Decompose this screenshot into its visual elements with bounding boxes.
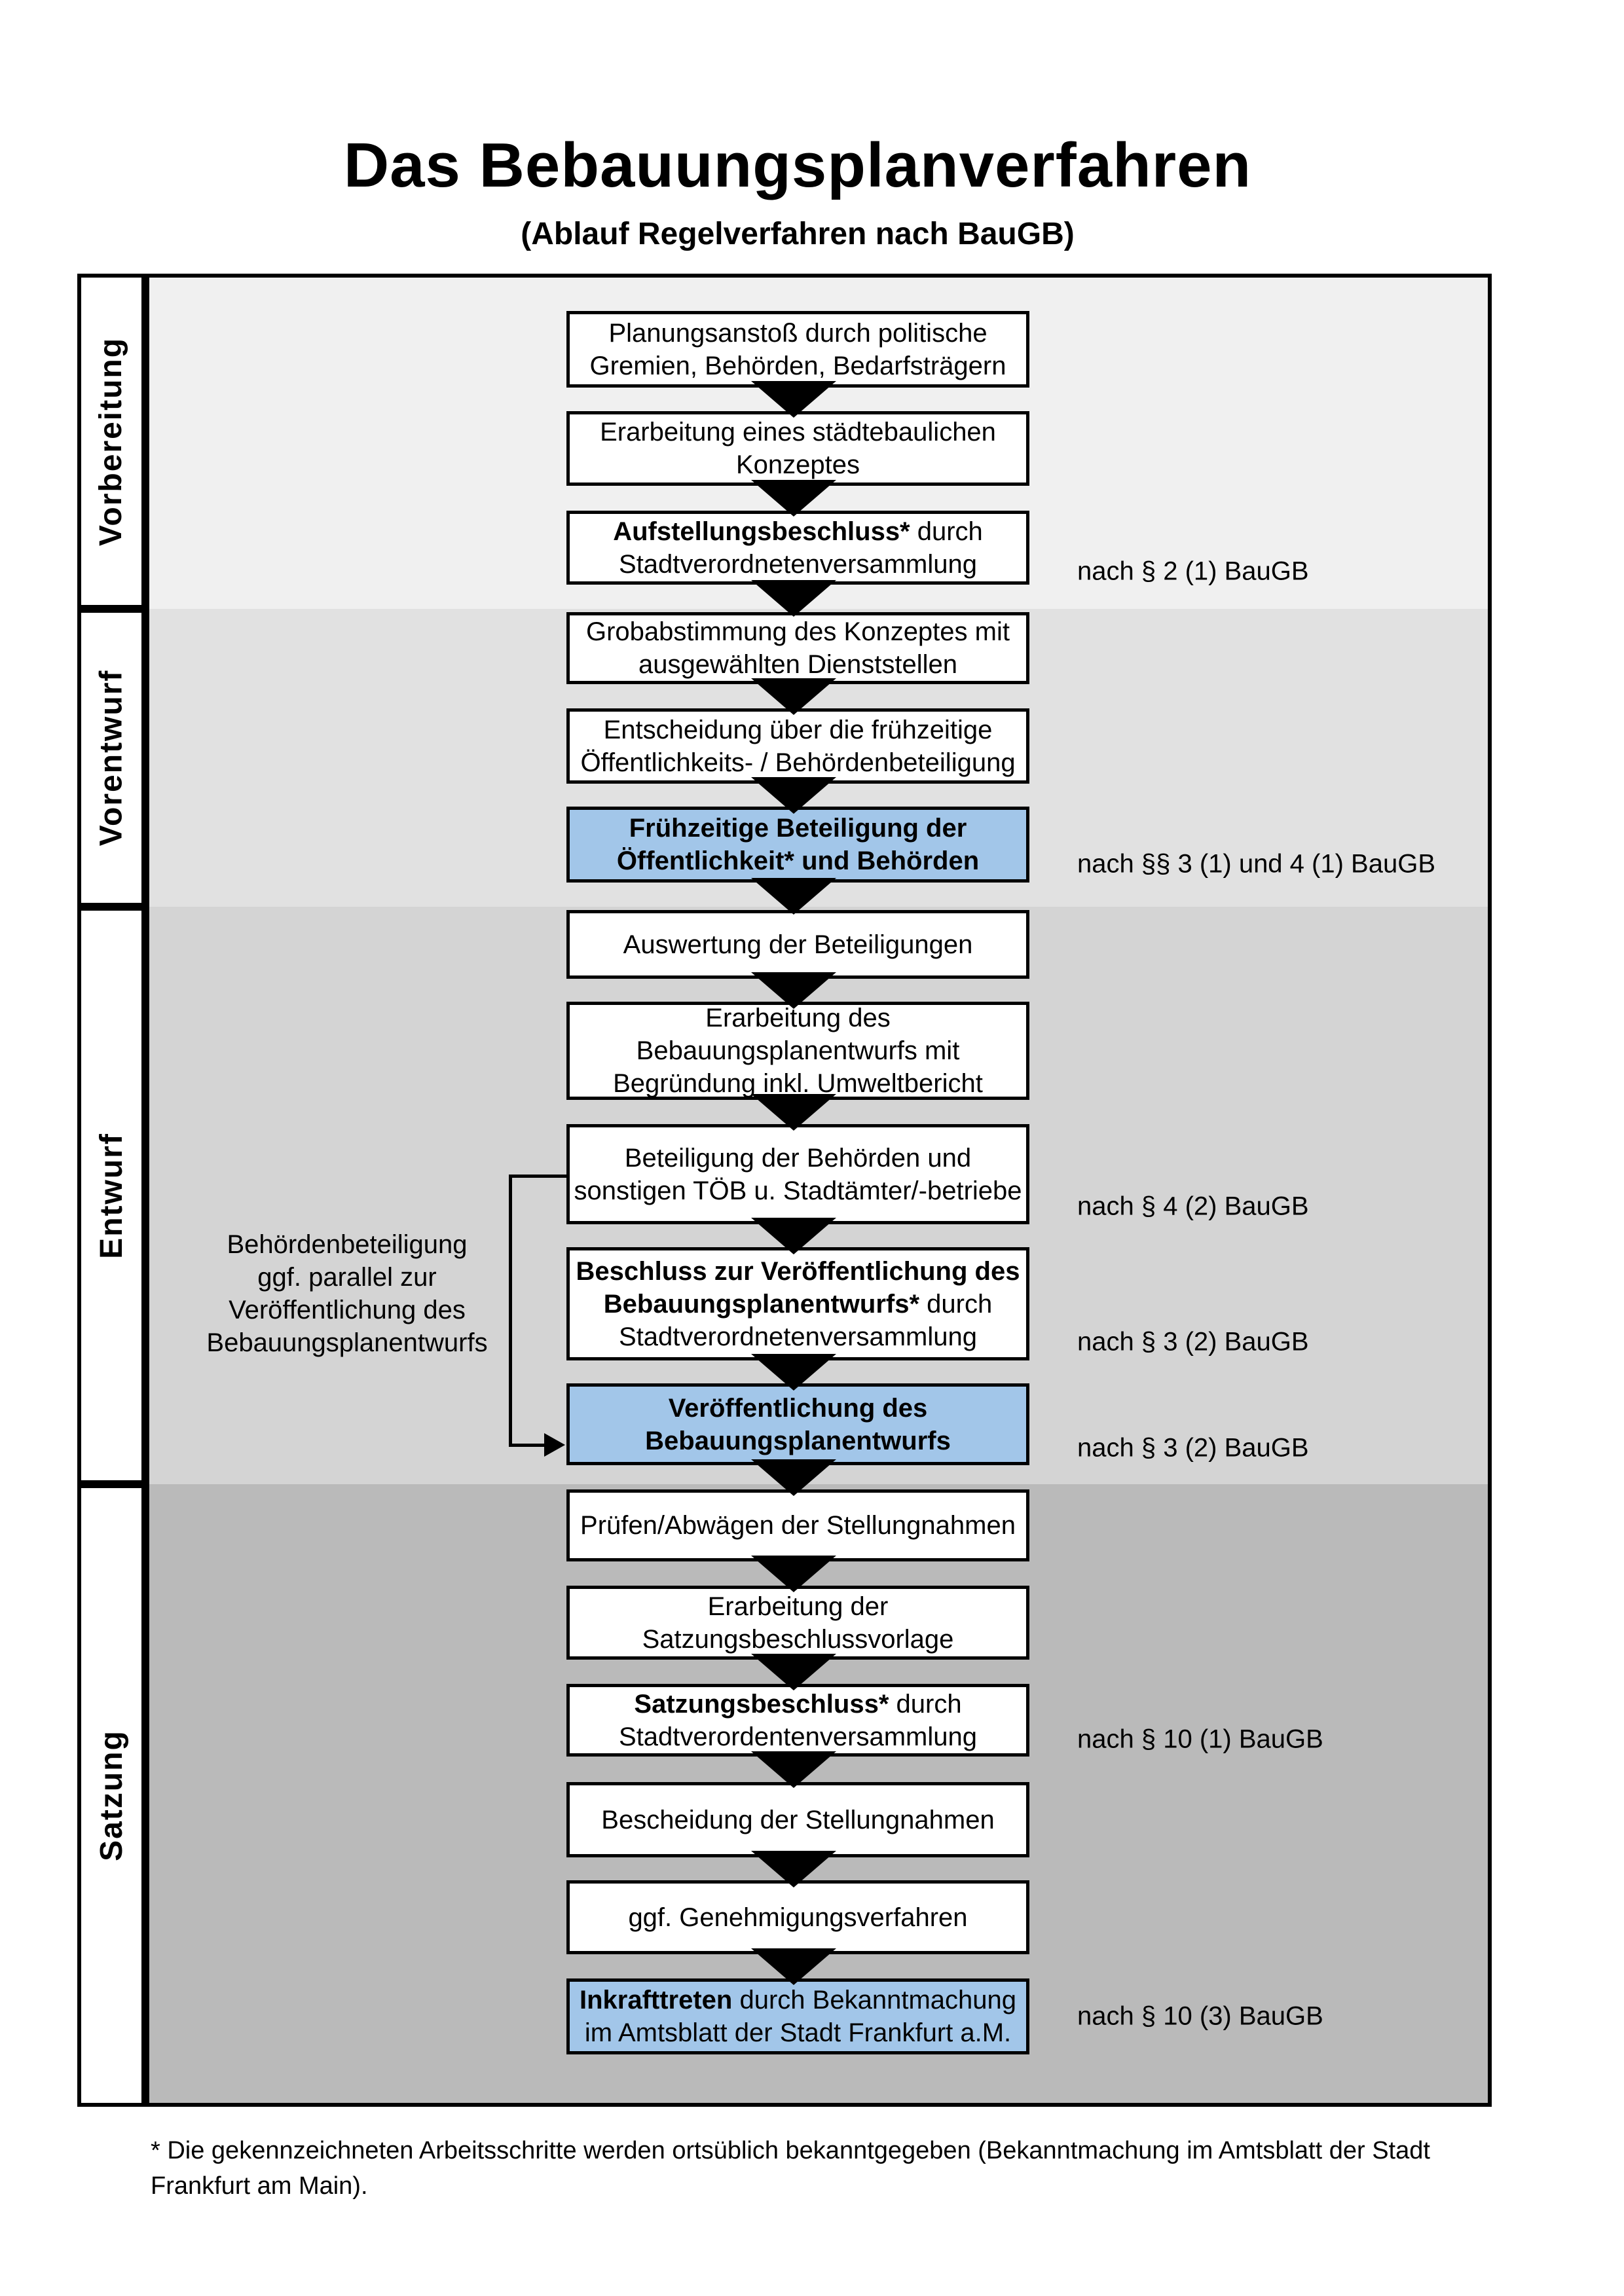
flow-box-text-line: Bebauungsplanentwurfs mit bbox=[636, 1036, 960, 1065]
flow-box-text-line: Prüfen/Abwägen der Stellungnahmen bbox=[580, 1511, 1016, 1540]
side-note-line: Veröffentlichung des bbox=[229, 1296, 466, 1324]
section-label-vorentwurf: Vorentwurf bbox=[77, 609, 145, 907]
arrow-down-icon bbox=[751, 480, 836, 517]
flow-box-text-line: Bebauungsplanentwurfs* durch bbox=[603, 1289, 993, 1319]
flow-box-text-line: Grobabstimmung des Konzeptes mit bbox=[586, 617, 1010, 646]
arrow-down-icon bbox=[751, 1948, 836, 1985]
flow-box-text-line: sonstigen TÖB u. Stadtämter/-betriebe bbox=[574, 1176, 1022, 1205]
bracket-top-segment bbox=[509, 1175, 566, 1178]
flow-box-text-line: Beschluss zur Veröffentlichung des bbox=[576, 1256, 1020, 1286]
flow-box-text-line: Beteiligung der Behörden und bbox=[624, 1143, 972, 1173]
arrow-down-icon bbox=[751, 1751, 836, 1788]
law-annotation: nach § 3 (2) BauGB bbox=[1077, 1433, 1309, 1463]
bracket-arrowhead-icon bbox=[544, 1433, 565, 1457]
footnote: * Die gekennzeichneten Arbeitsschritte w… bbox=[151, 2133, 1552, 2204]
flow-box-text-line: Satzungsbeschluss* durch bbox=[634, 1689, 962, 1719]
flow-box-text-line: Auswertung der Beteiligungen bbox=[623, 930, 973, 959]
flow-box-12: Prüfen/Abwägen der Stellungnahmen bbox=[566, 1489, 1029, 1561]
section-label-satzung: Satzung bbox=[77, 1484, 145, 2107]
flow-box-text-line: Bebauungsplanentwurfs bbox=[645, 1426, 951, 1455]
flow-box-text-line: Veröffentlichung des bbox=[668, 1393, 928, 1423]
arrow-down-icon bbox=[751, 1851, 836, 1887]
section-label-text: Entwurf bbox=[94, 1132, 129, 1259]
law-annotation: nach § 2 (1) BauGB bbox=[1077, 556, 1309, 586]
section-label-text: Satzung bbox=[94, 1730, 129, 1861]
flow-box-16: ggf. Genehmigungsverfahren bbox=[566, 1880, 1029, 1954]
flow-box-text-line: Entscheidung über die frühzeitige bbox=[603, 715, 993, 744]
arrow-down-icon bbox=[751, 878, 836, 915]
arrow-down-icon bbox=[751, 1094, 836, 1131]
arrow-down-icon bbox=[751, 580, 836, 617]
footnote-line2: Frankfurt am Main). bbox=[151, 2172, 368, 2200]
flow-box-text-line: Begründung inkl. Umweltbericht bbox=[613, 1069, 983, 1098]
arrow-down-icon bbox=[751, 678, 836, 715]
flow-box-text-line: Inkrafttreten durch Bekanntmachung bbox=[579, 1986, 1016, 2014]
flow-box-text-line: Frühzeitige Beteiligung der bbox=[629, 814, 967, 843]
section-label-text: Vorentwurf bbox=[94, 669, 129, 847]
flow-box-text-line: Öffentlichkeits- / Behördenbeteiligung bbox=[580, 748, 1016, 777]
law-annotation: nach § 10 (3) BauGB bbox=[1077, 2001, 1323, 2031]
flow-box-text-line: Konzeptes bbox=[735, 450, 860, 479]
flow-box-text-line: im Amtsblatt der Stadt Frankfurt a.M. bbox=[584, 2018, 1012, 2047]
arrow-down-icon bbox=[751, 777, 836, 814]
law-annotation: nach § 10 (1) BauGB bbox=[1077, 1724, 1323, 1754]
flow-box-text-line: Satzungsbeschlussvorlage bbox=[642, 1624, 954, 1654]
arrow-down-icon bbox=[751, 1354, 836, 1391]
flow-box-17-highlighted: Inkrafttreten durch Bekanntmachung im Amt… bbox=[566, 1978, 1029, 2054]
flow-box-7: Auswertung der Beteiligungen bbox=[566, 910, 1029, 979]
arrow-down-icon bbox=[751, 1218, 836, 1254]
section-label-vorbereitung: Vorbereitung bbox=[77, 274, 145, 609]
side-note-line: Bebauungsplanentwurfs bbox=[206, 1328, 488, 1357]
law-annotation: nach § 3 (2) BauGB bbox=[1077, 1327, 1309, 1357]
section-label-text: Vorbereitung bbox=[94, 337, 129, 546]
flow-box-text-line: ggf. Genehmigungsverfahren bbox=[628, 1903, 968, 1932]
page-subtitle: (Ablauf Regelverfahren nach BauGB) bbox=[521, 217, 1075, 251]
flow-box-text-line: Erarbeitung der bbox=[707, 1592, 889, 1621]
side-note-line: Behördenbeteiligung bbox=[227, 1230, 468, 1259]
page-title: Das Bebauungsplanverfahren bbox=[343, 130, 1252, 200]
flow-box-text-line: Gremien, Behörden, Bedarfsträgern bbox=[589, 351, 1006, 380]
flow-box-text-line: ausgewählten Dienststellen bbox=[638, 650, 957, 679]
flow-box-text-line: Aufstellungsbeschluss* durch bbox=[613, 517, 983, 546]
side-note-line: ggf. parallel zur bbox=[257, 1263, 437, 1292]
law-annotation: nach §§ 3 (1) und 4 (1) BauGB bbox=[1077, 849, 1435, 879]
flow-box-text-line: Stadtverordnetenversammlung bbox=[619, 1322, 977, 1351]
arrow-down-icon bbox=[751, 381, 836, 418]
law-annotation: nach § 4 (2) BauGB bbox=[1077, 1192, 1309, 1221]
bracket-bottom-segment bbox=[509, 1444, 547, 1447]
flow-box-text-line: Planungsanstoß durch politische bbox=[608, 318, 987, 348]
arrow-down-icon bbox=[751, 1459, 836, 1496]
section-label-entwurf: Entwurf bbox=[77, 907, 145, 1484]
arrow-down-icon bbox=[751, 972, 836, 1009]
arrow-down-icon bbox=[751, 1654, 836, 1690]
bracket-vertical-segment bbox=[509, 1175, 512, 1447]
flow-box-9: Beteiligung der Behörden und sonstigen TÖ… bbox=[566, 1124, 1029, 1224]
flow-box-text-line: Öffentlichkeit* und Behörden bbox=[616, 847, 980, 875]
flow-box-text-line: Bescheidung der Stellungnahmen bbox=[601, 1805, 995, 1834]
flow-box-text-line: Stadtverordnetenversammlung bbox=[619, 549, 977, 579]
flow-box-15: Bescheidung der Stellungnahmen bbox=[566, 1782, 1029, 1857]
flow-box-4: Grobabstimmung des Konzeptes mit ausgewäh… bbox=[566, 612, 1029, 684]
flow-box-text-line: Erarbeitung eines städtebaulichen bbox=[600, 418, 996, 446]
flow-box-text-line: Stadtverordentenversammlung bbox=[619, 1722, 977, 1751]
footnote-line1: * Die gekennzeichneten Arbeitsschritte w… bbox=[151, 2137, 1430, 2164]
arrow-down-icon bbox=[751, 1556, 836, 1592]
